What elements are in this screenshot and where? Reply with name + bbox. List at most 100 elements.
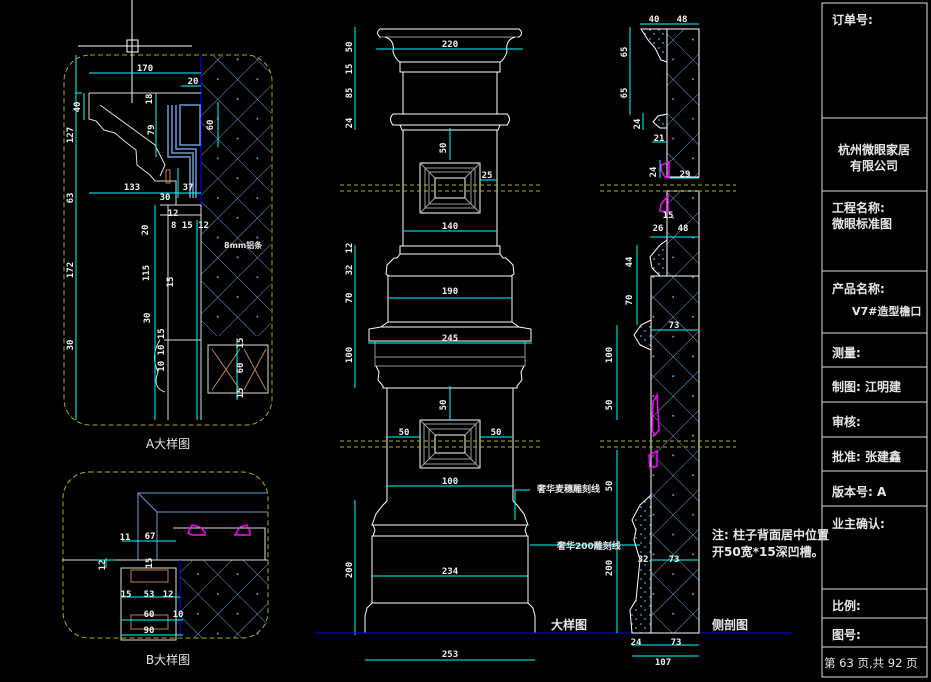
elevation-title: 大样图: [551, 618, 588, 632]
dimension-label: 24: [345, 117, 355, 128]
dimension-label: 253: [442, 650, 458, 660]
dimension-label: 18: [145, 94, 155, 105]
dimension-label: 15: [121, 590, 132, 600]
dimension-label: 73: [669, 555, 680, 565]
callout-carving-line-2: 奢华200雕刻线: [557, 542, 621, 552]
dimension-label: 37: [183, 183, 194, 193]
aluminum-strip-label: 8mm铝条: [224, 241, 263, 250]
dimension-label: 30: [160, 193, 171, 203]
dimension-label: 127: [66, 127, 76, 143]
dimension-label: 73: [669, 321, 680, 331]
scale-label: 比例:: [832, 599, 861, 613]
dimension-label: 245: [442, 334, 458, 344]
dimension-label: 50: [605, 400, 615, 411]
dimension-label: 48: [678, 224, 689, 234]
dimension-label: 133: [124, 183, 140, 193]
drafter-field: 制图: 江明建: [832, 380, 901, 394]
owner-confirm-label: 业主确认:: [832, 517, 885, 531]
dimension-label: 85: [345, 88, 355, 99]
dimension-label: 73: [671, 638, 682, 648]
review-label: 审核:: [832, 415, 861, 429]
column-section: [600, 23, 736, 657]
dimension-label: 30: [143, 313, 153, 324]
detail-b-frame: [62, 471, 269, 639]
dimension-label: 11: [120, 533, 131, 543]
column-elevation: [340, 27, 630, 661]
dimension-label: 50: [345, 42, 355, 53]
version-field: 版本号: A: [832, 485, 887, 499]
dimension-label: 20: [141, 225, 151, 236]
dimension-label: 12: [163, 590, 174, 600]
dimension-label: 79: [147, 125, 157, 136]
product-name: V7#造型檐口: [852, 305, 922, 318]
dimension-label: 220: [442, 40, 458, 50]
dimension-label: 70: [345, 293, 355, 304]
detail-a-title: A大样图: [146, 436, 190, 451]
dimension-label: 65: [620, 47, 630, 58]
dimension-label: 172: [66, 262, 76, 278]
dimension-label: 60: [236, 363, 246, 374]
dimension-label: 48: [677, 15, 688, 25]
dimension-label: 15: [145, 558, 155, 569]
dimension-label: 140: [442, 222, 458, 232]
dimension-label: 32: [638, 555, 649, 565]
dimension-label: 67: [145, 532, 156, 542]
note-line-2: 开50宽*15深凹槽。: [712, 545, 824, 559]
dimension-label: 50: [399, 428, 410, 438]
callout-carving-line-1: 奢华麦穗雕刻线: [537, 485, 601, 495]
detail-a: A大样图: [63, 0, 273, 451]
dimension-label: 32: [345, 265, 355, 276]
dimension-label: 24: [631, 638, 642, 648]
dimension-label: 200: [605, 560, 615, 576]
dimension-label: 44: [625, 256, 635, 267]
dimension-label: 170: [137, 64, 153, 74]
company-name-line1: 杭州微眼家居: [838, 143, 911, 157]
dimension-label: 30: [66, 340, 76, 351]
drawing-number-label: 图号:: [832, 628, 861, 642]
dimension-label: 15: [663, 211, 674, 221]
dimension-label: 8 15 12: [171, 221, 209, 231]
dimension-label: 100: [442, 477, 458, 487]
dimension-label: 107: [655, 658, 671, 668]
dimension-label: 234: [442, 567, 459, 577]
detail-b-title: B大样图: [146, 652, 190, 667]
dimension-label: 50: [491, 428, 502, 438]
dimension-label: 24: [649, 166, 659, 177]
dimension-label: 60: [206, 120, 216, 131]
molding-profile: [186, 524, 251, 536]
wall-hatch: [201, 56, 271, 336]
dimension-label: 15: [236, 388, 246, 399]
dimension-label: 100: [345, 347, 355, 363]
detail-a-frame: [63, 54, 273, 426]
page-indicator: 第 63 页,共 92 页: [824, 656, 918, 670]
dimension-label: 40: [73, 102, 83, 113]
dimension-label: 24: [633, 118, 643, 129]
product-label: 产品名称:: [832, 282, 885, 296]
dimension-label: 25: [482, 171, 493, 181]
dimension-label: 50: [439, 143, 449, 154]
dimension-label: 50: [605, 481, 615, 492]
dimension-label: 12: [168, 209, 179, 219]
section-title: 侧剖图: [712, 618, 749, 632]
dimension-label: 53: [144, 590, 155, 600]
dimension-label: 90: [144, 626, 155, 636]
note-line-1: 注: 柱子背面居中位置: [712, 528, 829, 542]
company-name-line2: 有限公司: [850, 159, 899, 173]
dimension-label: 29: [680, 170, 691, 180]
title-block-frame: [821, 2, 928, 678]
dimension-label: 15: [236, 338, 246, 349]
dimension-label: 21: [654, 134, 665, 144]
project-label: 工程名称:: [832, 201, 885, 215]
order-number-label: 订单号:: [832, 13, 873, 27]
dimension-label: 65: [620, 88, 630, 99]
detail-b: B大样图: [62, 471, 269, 667]
dimension-label: 20: [188, 77, 199, 87]
dimension-label: 60: [144, 610, 155, 620]
dimension-label: 10: [173, 610, 184, 620]
dimension-label: 70: [625, 295, 635, 306]
survey-label: 测量:: [832, 346, 861, 360]
dimension-label: 50: [439, 400, 449, 411]
approver-field: 批准: 张建鑫: [832, 450, 901, 464]
